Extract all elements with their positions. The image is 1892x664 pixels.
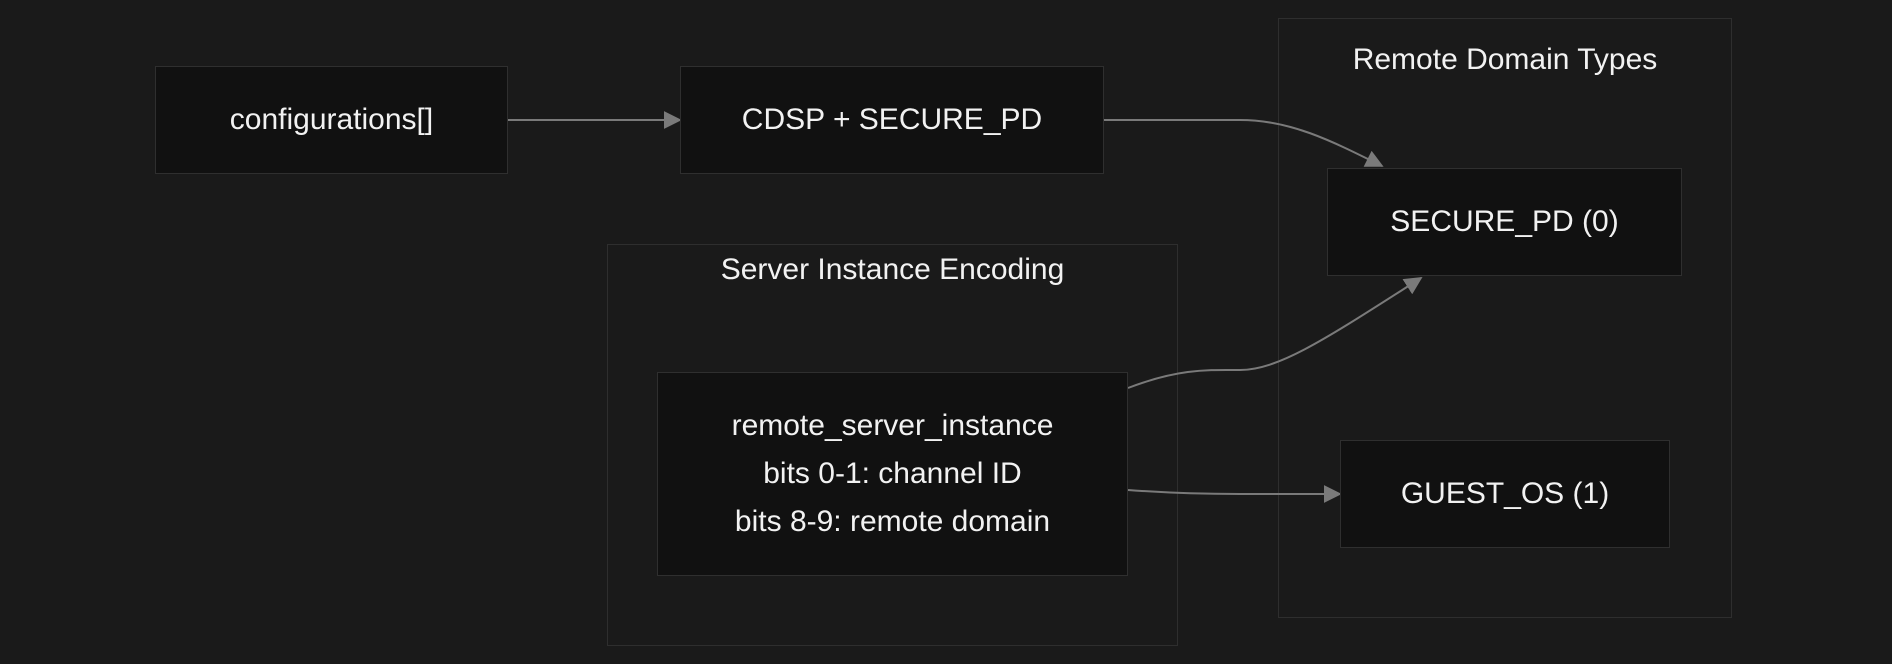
cluster-title-remote-domain-types: Remote Domain Types [1352, 43, 1658, 76]
node-cdsp-secure-pd-label: CDSP + SECURE_PD [741, 103, 1043, 136]
node-remote-server-instance-line-2: bits 0-1: channel ID [763, 457, 1022, 490]
node-secure-pd: SECURE_PD (0) [1327, 168, 1682, 276]
node-secure-pd-label: SECURE_PD (0) [1390, 205, 1619, 238]
node-configurations: configurations[] [155, 66, 508, 174]
node-remote-server-instance-line-1: remote_server_instance [731, 409, 1054, 442]
cluster-server-instance-encoding: Server Instance Encoding [607, 244, 1178, 646]
node-guest-os-label: GUEST_OS (1) [1400, 477, 1610, 510]
node-guest-os: GUEST_OS (1) [1340, 440, 1670, 548]
node-cdsp-secure-pd: CDSP + SECURE_PD [680, 66, 1104, 174]
node-remote-server-instance: remote_server_instance bits 0-1: channel… [657, 372, 1128, 576]
node-remote-server-instance-line-3: bits 8-9: remote domain [734, 505, 1051, 538]
node-configurations-label: configurations[] [229, 103, 434, 136]
cluster-title-server-instance-encoding: Server Instance Encoding [720, 253, 1065, 286]
